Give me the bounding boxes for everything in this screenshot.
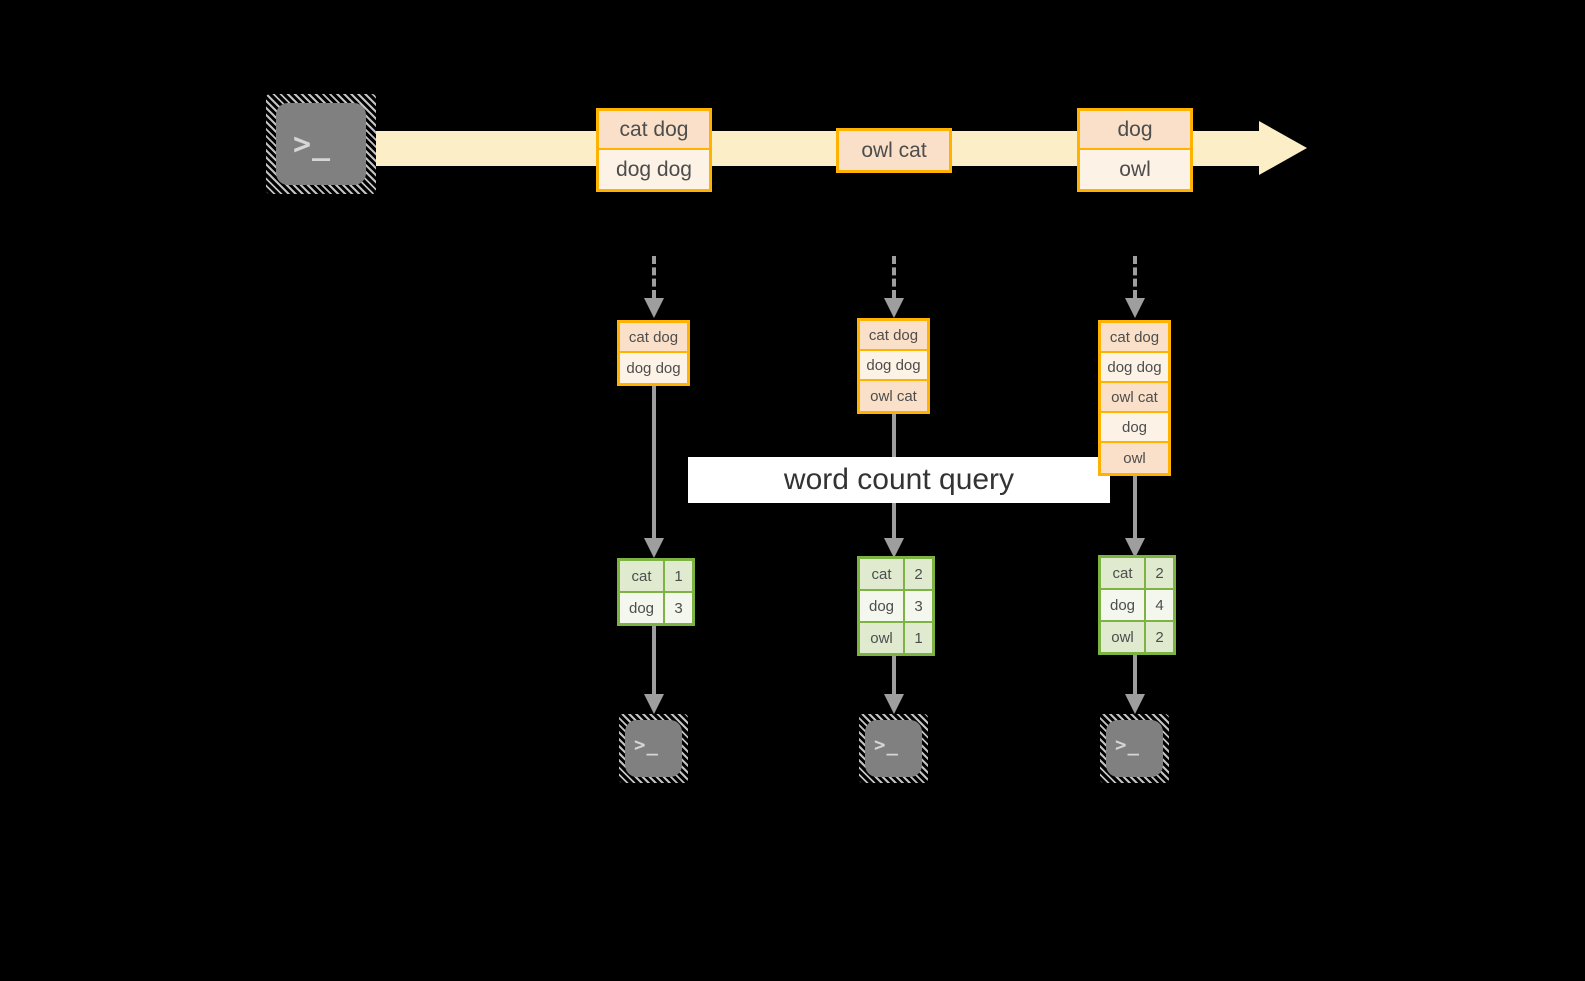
sink-terminal-icon-3[interactable]: >_ (1100, 714, 1169, 783)
record-line: owl cat (839, 131, 949, 170)
query-banner: word count query (688, 457, 1110, 503)
record-line: owl (1080, 150, 1190, 189)
result-word: cat (860, 559, 905, 589)
sink-terminal-icon-1[interactable]: >_ (619, 714, 688, 783)
connector-shaft (1133, 474, 1137, 538)
terminal-prompt-glyph: >_ (634, 734, 659, 756)
result-count: 3 (665, 593, 692, 623)
record-line: dog (1080, 111, 1190, 150)
arrowhead-icon (884, 694, 904, 714)
connector-shaft (1133, 256, 1137, 298)
terminal-face (865, 720, 922, 777)
result-word: owl (860, 623, 905, 653)
result-word: dog (620, 593, 665, 623)
result-count: 2 (1146, 622, 1173, 652)
snapshot-3-records[interactable]: cat dog dog dog owl cat dog owl (1098, 320, 1171, 476)
record-line: dog (1101, 413, 1168, 443)
table-row: cat 1 (620, 561, 692, 593)
record-line: cat dog (860, 321, 927, 351)
query-banner-label: word count query (783, 463, 1015, 496)
result-word: owl (1101, 622, 1146, 652)
result-word: cat (1101, 558, 1146, 588)
connector-shaft (652, 622, 656, 694)
result-word: dog (860, 591, 905, 621)
terminal-prompt-glyph: >_ (1115, 734, 1140, 756)
result-table-1[interactable]: cat 1 dog 3 (617, 558, 695, 626)
record-line: owl (1101, 443, 1168, 473)
table-row: owl 1 (860, 623, 932, 653)
connector-shaft (652, 382, 656, 538)
stream-record-1[interactable]: cat dog dog dog (596, 108, 712, 192)
arrowhead-icon (1125, 694, 1145, 714)
table-row: dog 4 (1101, 590, 1173, 622)
table-row: owl 2 (1101, 622, 1173, 652)
arrowhead-icon (1125, 298, 1145, 318)
result-table-3[interactable]: cat 2 dog 4 owl 2 (1098, 555, 1176, 655)
source-terminal-icon[interactable]: >_ (266, 94, 376, 194)
connector-shaft (892, 650, 896, 694)
result-word: dog (1101, 590, 1146, 620)
result-word: cat (620, 561, 665, 591)
table-row: dog 3 (860, 591, 932, 623)
sink-terminal-icon-2[interactable]: >_ (859, 714, 928, 783)
record-line: cat dog (1101, 323, 1168, 353)
record-line: dog dog (860, 351, 927, 381)
result-count: 3 (905, 591, 932, 621)
stream-arrow-head (1259, 121, 1307, 175)
arrowhead-icon (644, 538, 664, 558)
connector-shaft (652, 256, 656, 298)
terminal-prompt-glyph: >_ (293, 127, 332, 162)
arrowhead-icon (644, 694, 664, 714)
terminal-face (276, 103, 366, 185)
terminal-prompt-glyph: >_ (874, 734, 899, 756)
record-line: dog dog (620, 353, 687, 383)
snapshot-2-records[interactable]: cat dog dog dog owl cat (857, 318, 930, 414)
result-count: 2 (905, 559, 932, 589)
table-row: cat 2 (1101, 558, 1173, 590)
result-count: 4 (1146, 590, 1173, 620)
result-count: 2 (1146, 558, 1173, 588)
terminal-face (625, 720, 682, 777)
record-line: owl cat (1101, 383, 1168, 413)
connector-shaft (1133, 650, 1137, 694)
stream-record-3[interactable]: dog owl (1077, 108, 1193, 192)
record-line: owl cat (860, 381, 927, 411)
table-row: dog 3 (620, 593, 692, 623)
result-count: 1 (905, 623, 932, 653)
arrowhead-icon (884, 538, 904, 558)
stream-record-2[interactable]: owl cat (836, 128, 952, 173)
record-line: dog dog (1101, 353, 1168, 383)
record-line: cat dog (599, 111, 709, 150)
arrowhead-icon (1125, 538, 1145, 558)
arrowhead-icon (644, 298, 664, 318)
result-count: 1 (665, 561, 692, 591)
arrowhead-icon (884, 298, 904, 318)
record-line: cat dog (620, 323, 687, 353)
snapshot-1-records[interactable]: cat dog dog dog (617, 320, 690, 386)
record-line: dog dog (599, 150, 709, 189)
result-table-2[interactable]: cat 2 dog 3 owl 1 (857, 556, 935, 656)
terminal-face (1106, 720, 1163, 777)
table-row: cat 2 (860, 559, 932, 591)
connector-shaft (892, 256, 896, 298)
